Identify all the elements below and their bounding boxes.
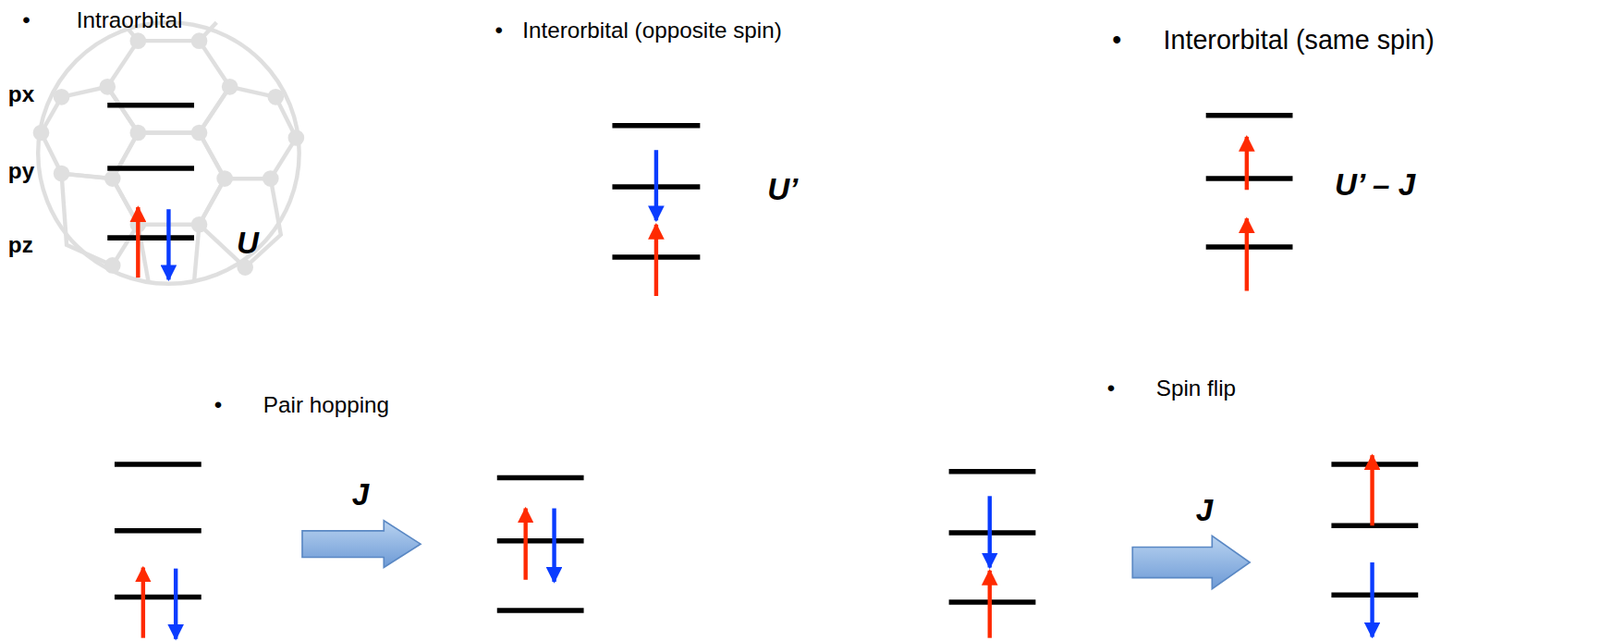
orbital-label: pz xyxy=(8,232,34,258)
orbital-label: py xyxy=(8,158,35,184)
section-heading: Intraorbital xyxy=(76,8,184,34)
energy-symbol: U xyxy=(236,226,259,260)
energy-symbol: U’ – J xyxy=(1334,168,1416,202)
block-arrows xyxy=(302,520,1250,589)
section-heading: Interorbital (same spin) xyxy=(1163,25,1435,56)
spin-arrows xyxy=(137,136,1372,639)
energy-symbol: J xyxy=(352,477,369,512)
energy-levels xyxy=(107,105,1418,611)
fullerene-picture xyxy=(35,22,303,283)
energy-symbol: U’ xyxy=(767,172,798,207)
bullet: • xyxy=(494,18,503,44)
bullet: • xyxy=(22,8,31,34)
energy-symbol: J xyxy=(1196,493,1213,527)
section-heading: Interorbital (opposite spin) xyxy=(522,18,782,44)
section-heading: Spin flip xyxy=(1156,375,1236,401)
orbital-label: px xyxy=(8,81,35,107)
section-heading: Pair hopping xyxy=(263,392,390,418)
bullet: • xyxy=(214,392,223,418)
bullet: • xyxy=(1107,375,1116,401)
bullet: • xyxy=(1111,25,1122,56)
